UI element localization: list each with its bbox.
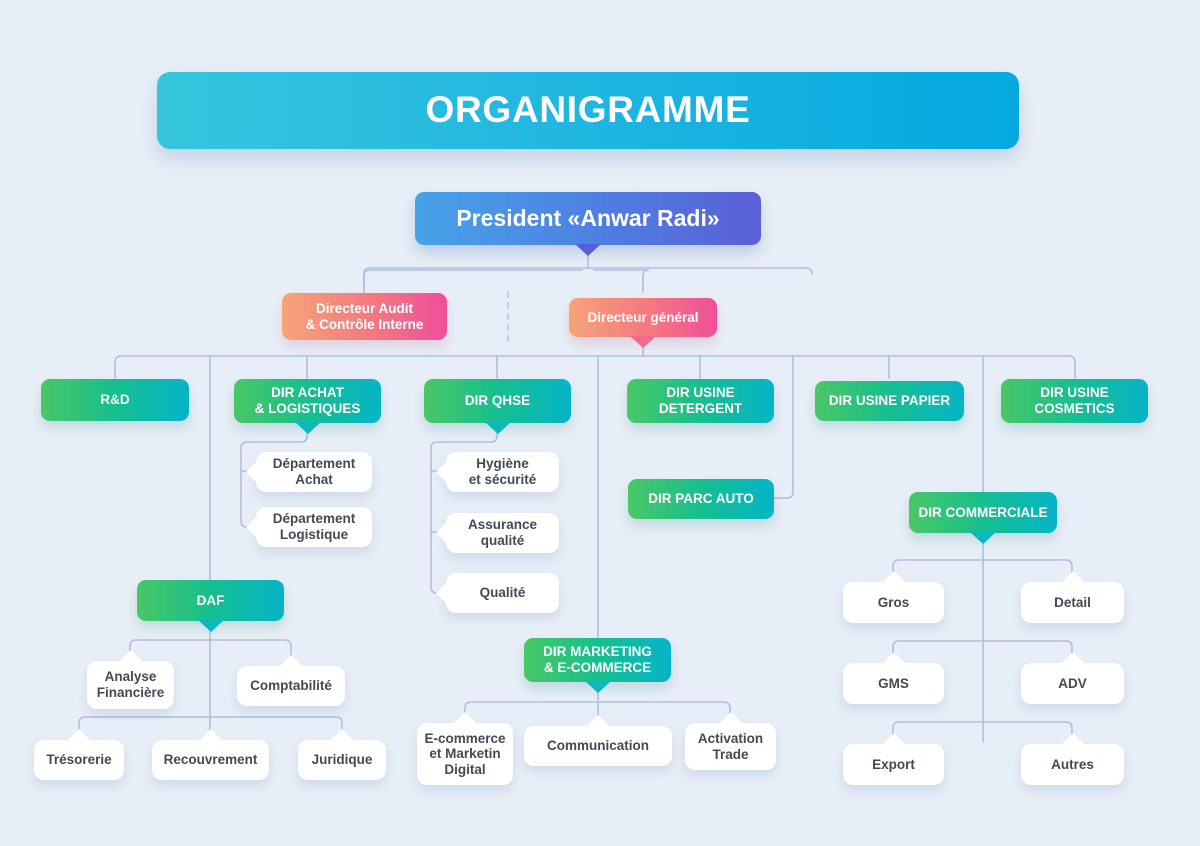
node-president-label: President «Anwar Radi» xyxy=(456,205,720,232)
node-activation-trade[interactable]: Activation Trade xyxy=(685,723,776,770)
node-adv-label: ADV xyxy=(1058,675,1087,691)
node-qualite-label: Qualité xyxy=(479,585,526,601)
node-dir-achat-logistiques[interactable]: DIR ACHAT & LOGISTIQUES xyxy=(234,379,381,423)
node-autres[interactable]: Autres xyxy=(1021,744,1124,785)
page-title: ORGANIGRAMME xyxy=(425,89,751,131)
node-ecommerce-marketing-digital[interactable]: E-commerce et Marketin Digital xyxy=(417,723,513,785)
node-detail[interactable]: Detail xyxy=(1021,582,1124,623)
node-analyse-financiere-line2: Financière xyxy=(96,685,165,700)
node-ecommerce-line1: E-commerce xyxy=(424,730,506,746)
node-activation-trade-line2: Trade xyxy=(712,746,749,762)
node-detail-label: Detail xyxy=(1054,594,1091,610)
node-dir-usine-cosmetics[interactable]: DIR USINE COSMETICS xyxy=(1001,379,1148,423)
node-hygiene-securite-line1: Hygiène xyxy=(476,456,529,472)
node-departement-logistique-line1: Département xyxy=(272,511,356,527)
node-dir-usine-detergent-line1: DIR USINE xyxy=(666,385,735,401)
node-dir-commerciale-label: DIR COMMERCIALE xyxy=(918,504,1048,520)
node-gms-label: GMS xyxy=(878,675,909,691)
node-communication[interactable]: Communication xyxy=(524,726,672,766)
node-dir-marketing-ecommerce[interactable]: DIR MARKETING & E-COMMERCE xyxy=(524,638,671,682)
node-juridique[interactable]: Juridique xyxy=(298,740,386,780)
node-recouvrement[interactable]: Recouvrement xyxy=(152,740,269,780)
node-dir-achat-line1: DIR ACHAT xyxy=(271,385,344,401)
node-dir-usine-cosmetics-line2: COSMETICS xyxy=(1034,401,1115,416)
node-daf-label: DAF xyxy=(196,592,225,608)
node-tresorerie-label: Trésorerie xyxy=(46,752,112,768)
node-comptabilite-label: Comptabilité xyxy=(250,678,332,694)
node-gros[interactable]: Gros xyxy=(843,582,944,623)
node-recouvrement-label: Recouvrement xyxy=(163,752,258,768)
node-dir-qhse[interactable]: DIR QHSE xyxy=(424,379,571,423)
node-directeur-audit-line1: Directeur Audit xyxy=(315,300,413,316)
node-communication-label: Communication xyxy=(546,738,649,754)
node-dir-marketing-line2: & E-COMMERCE xyxy=(543,660,652,675)
node-analyse-financiere[interactable]: Analyse Financière xyxy=(87,661,174,709)
node-dir-usine-cosmetics-line1: DIR USINE xyxy=(1040,385,1109,401)
node-directeur-general-label: Directeur général xyxy=(587,309,699,325)
node-autres-label: Autres xyxy=(1051,756,1094,772)
node-assurance-qualite[interactable]: Assurance qualité xyxy=(446,513,559,553)
node-ecommerce-line3: Digital xyxy=(444,761,486,777)
node-rd[interactable]: R&D xyxy=(41,379,189,421)
node-dir-qhse-label: DIR QHSE xyxy=(464,393,531,409)
node-dir-parc-auto[interactable]: DIR PARC AUTO xyxy=(628,479,774,519)
node-directeur-audit-line2: & Contrôle Interne xyxy=(305,316,424,332)
node-comptabilite[interactable]: Comptabilité xyxy=(237,666,345,706)
node-assurance-qualite-line1: Assurance xyxy=(467,517,538,533)
node-directeur-audit[interactable]: Directeur Audit & Contrôle Interne xyxy=(282,293,447,340)
node-departement-achat[interactable]: Département Achat xyxy=(256,452,372,492)
node-export-label: Export xyxy=(872,756,915,772)
node-president[interactable]: President «Anwar Radi» xyxy=(415,192,761,245)
node-rd-label: R&D xyxy=(100,392,130,408)
node-departement-achat-line1: Département xyxy=(272,456,356,472)
node-tresorerie[interactable]: Trésorerie xyxy=(34,740,124,780)
node-activation-trade-line1: Activation xyxy=(697,730,764,746)
node-hygiene-securite[interactable]: Hygiène et sécurité xyxy=(446,452,559,492)
node-juridique-label: Juridique xyxy=(311,752,373,768)
node-analyse-financiere-line1: Analyse xyxy=(104,669,157,685)
node-export[interactable]: Export xyxy=(843,744,944,785)
node-gms[interactable]: GMS xyxy=(843,663,944,704)
node-dir-usine-detergent-line2: DETERGENT xyxy=(658,401,743,416)
node-departement-achat-line2: Achat xyxy=(295,472,333,487)
node-adv[interactable]: ADV xyxy=(1021,663,1124,704)
node-dir-achat-line2: & LOGISTIQUES xyxy=(254,401,361,416)
node-hygiene-securite-line2: et sécurité xyxy=(468,472,537,487)
node-assurance-qualite-line2: qualité xyxy=(480,533,525,548)
node-qualite[interactable]: Qualité xyxy=(446,573,559,613)
node-ecommerce-line2: et Marketin xyxy=(429,746,501,762)
node-departement-logistique[interactable]: Département Logistique xyxy=(256,507,372,547)
node-directeur-general[interactable]: Directeur général xyxy=(569,298,717,337)
node-dir-usine-papier[interactable]: DIR USINE PAPIER xyxy=(815,381,964,421)
node-gros-label: Gros xyxy=(877,594,910,610)
node-dir-marketing-line1: DIR MARKETING xyxy=(543,644,652,660)
node-daf[interactable]: DAF xyxy=(137,580,284,621)
node-dir-usine-detergent[interactable]: DIR USINE DETERGENT xyxy=(627,379,774,423)
node-dir-usine-papier-label: DIR USINE PAPIER xyxy=(828,393,951,409)
node-dir-parc-auto-label: DIR PARC AUTO xyxy=(648,491,754,507)
node-departement-logistique-line2: Logistique xyxy=(279,527,349,542)
node-dir-commerciale[interactable]: DIR COMMERCIALE xyxy=(909,492,1057,533)
page-title-banner: ORGANIGRAMME xyxy=(157,72,1019,149)
